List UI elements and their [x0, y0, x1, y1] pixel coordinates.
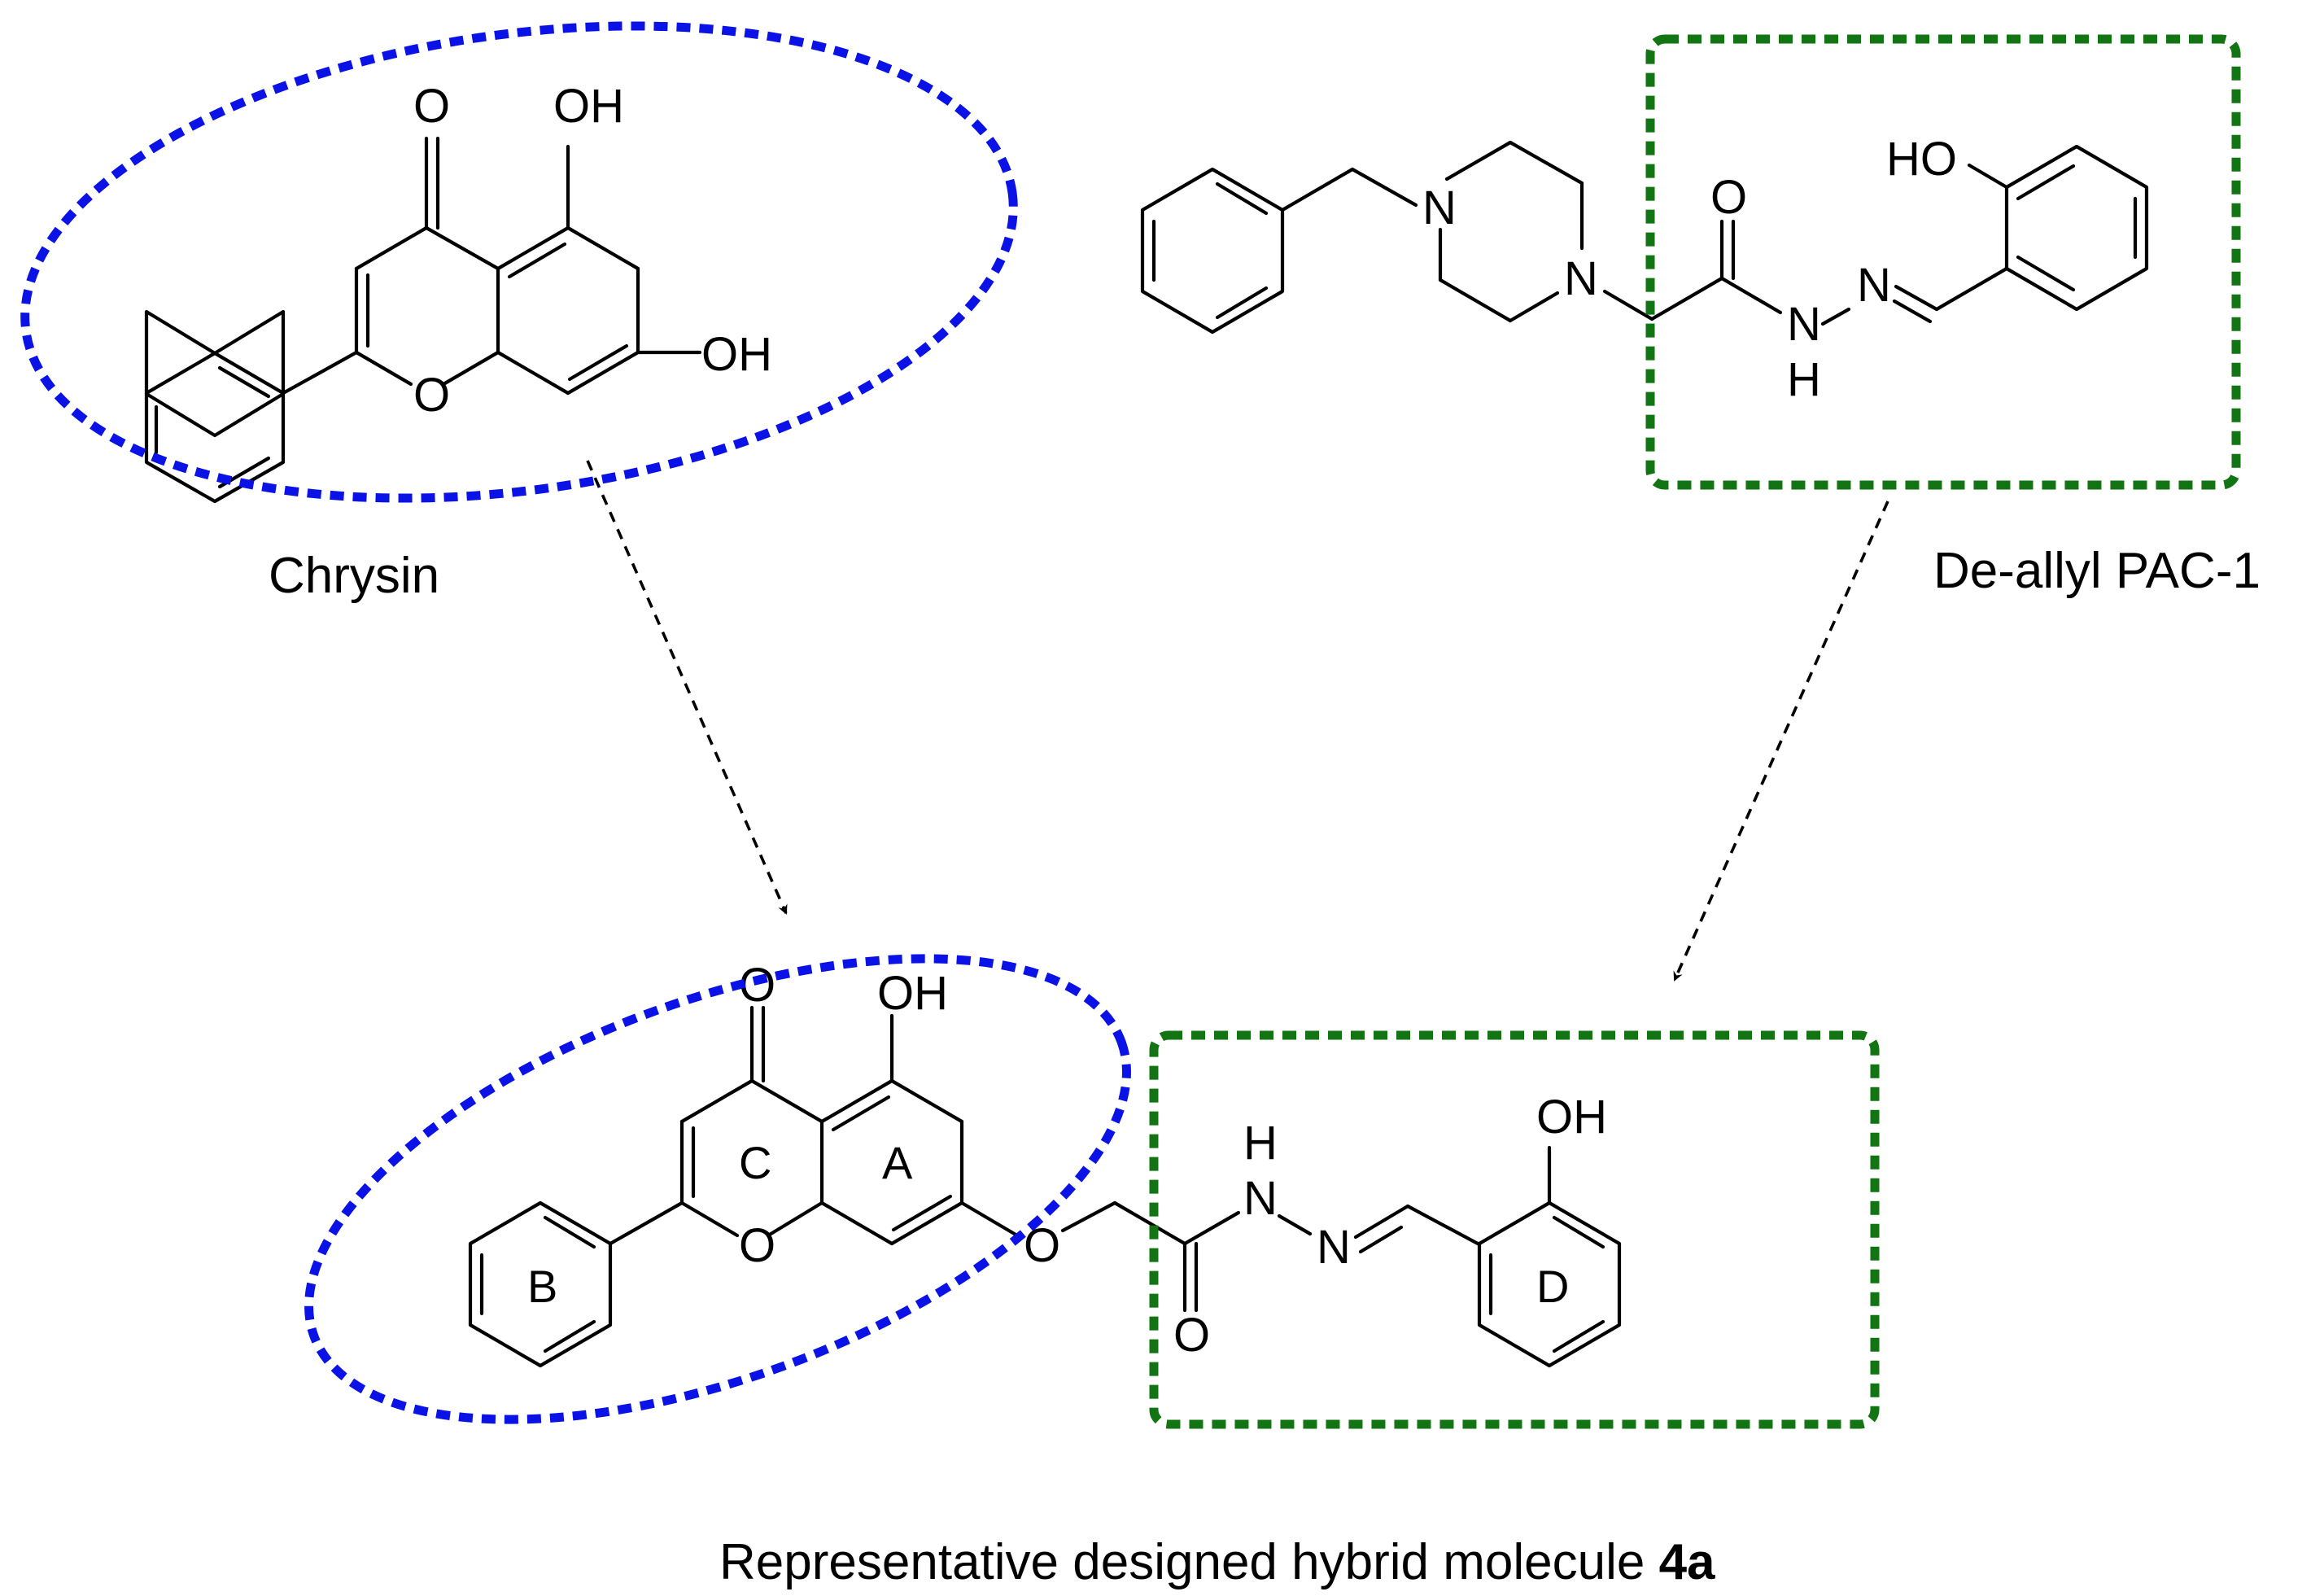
arrow-chrysin-to-hybrid [586, 460, 788, 915]
pac1-label: De-allyl PAC-1 [1933, 543, 2261, 599]
ring-c-label: C [739, 1137, 771, 1188]
chrysin-highlight-ellipse [20, 21, 1018, 503]
hybrid-chrysin-highlight [304, 954, 1131, 1424]
arrow-pac1-to-hybrid [1673, 501, 1889, 982]
hybrid-caption: Representative designed hybrid molecule … [719, 1534, 1715, 1590]
hybrid-imine-n: N [1317, 1221, 1351, 1274]
pac1-structure: N N O N H N HO [1140, 133, 2149, 406]
hybrid-id: 4a [1659, 1534, 1715, 1590]
hybrid-hydroxyl-5: OH [877, 967, 948, 1020]
hybrid-amide-o: O [1173, 1309, 1210, 1362]
phenol-ho: HO [1886, 133, 1957, 186]
hybrid-phenol-oh: OH [1536, 1091, 1607, 1143]
hydroxyl-7: OH [701, 328, 772, 381]
chrysin-structure: O OH O OH [144, 80, 772, 504]
imine-n: N [1857, 259, 1891, 312]
ring-d-label: D [1536, 1261, 1569, 1312]
hydrazide-h: H [1787, 353, 1821, 406]
carbonyl-o: O [413, 80, 450, 133]
phenyl-ring [144, 351, 286, 504]
chrysin-label: Chrysin [269, 548, 439, 604]
ether-o: O [1024, 1219, 1060, 1272]
amide-o: O [1710, 171, 1747, 224]
ring-o: O [413, 369, 450, 422]
hybrid-pac1-highlight [1149, 1030, 1880, 1429]
hybrid-nh: N [1243, 1172, 1278, 1225]
hydrazide-nh: N [1787, 298, 1821, 351]
piperazine-n1: N [1422, 181, 1457, 234]
hybrid-ring-o: O [739, 1219, 775, 1272]
ring-b-label: B [527, 1261, 557, 1312]
hydroxyl-5: OH [553, 80, 624, 133]
piperazine-n4: N [1564, 252, 1598, 305]
pac1-highlight-box [1645, 34, 2241, 490]
ring-a-label: A [882, 1137, 913, 1188]
hybrid-structure: B C A O OH O O O N H [468, 959, 1622, 1368]
hybrid-caption-text: Representative designed hybrid molecule [719, 1534, 1659, 1590]
hybrid-nh-h: H [1243, 1117, 1278, 1170]
